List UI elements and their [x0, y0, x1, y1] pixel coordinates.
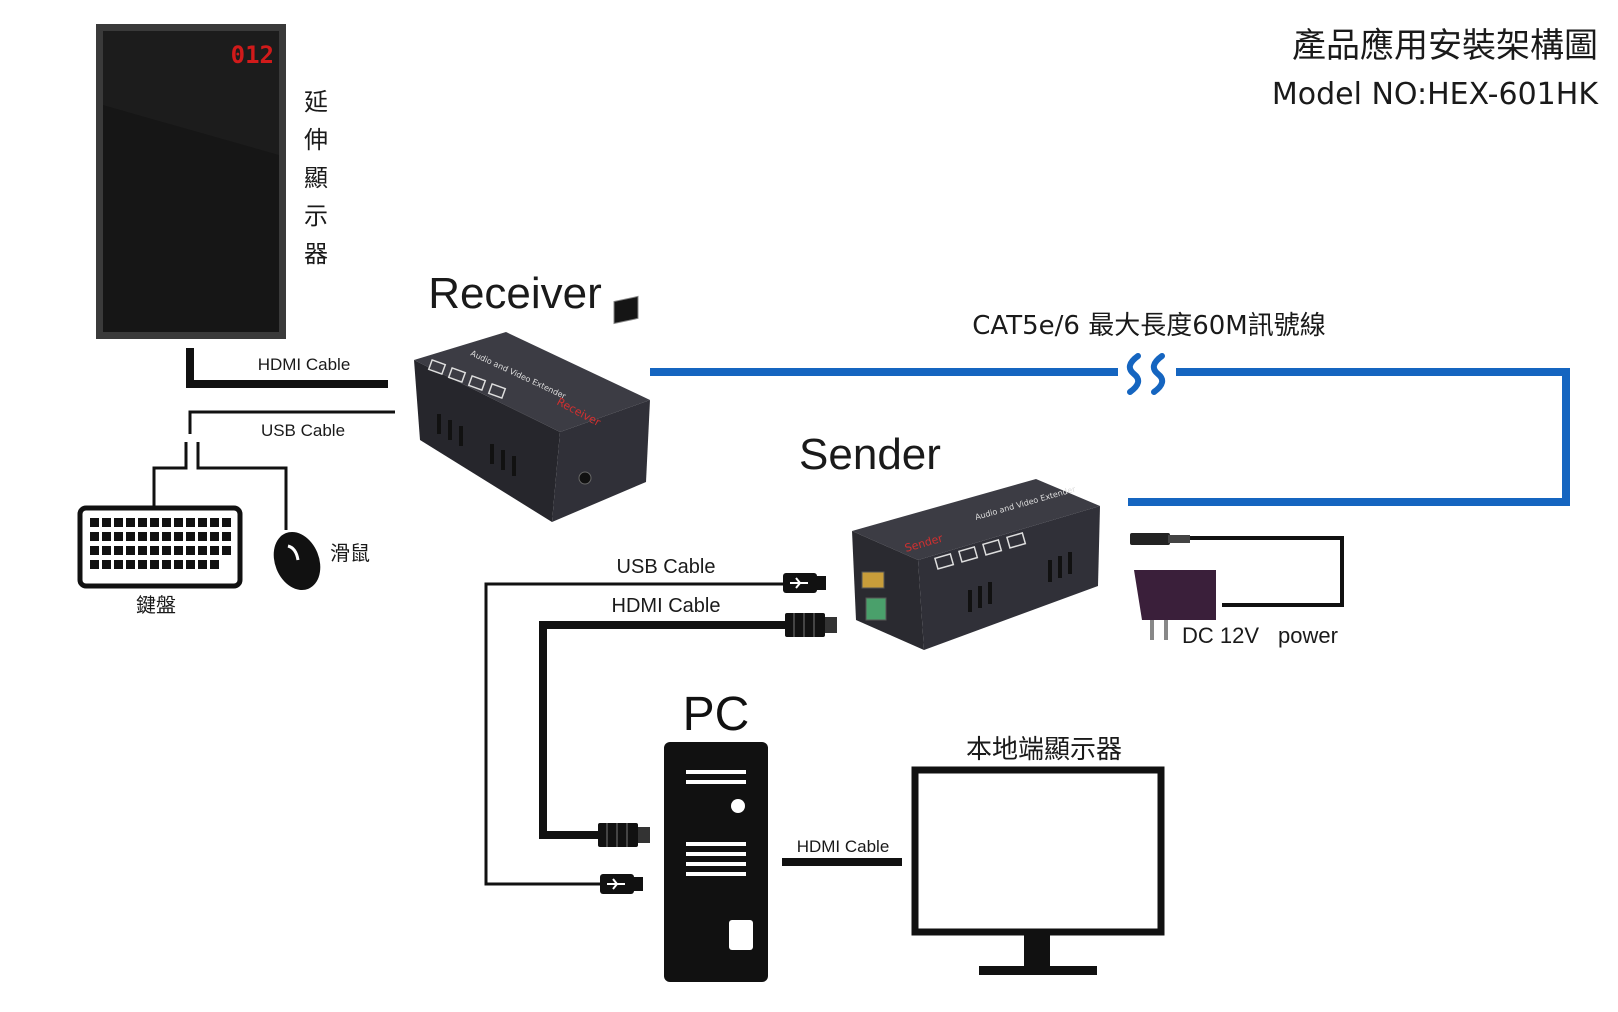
keyboard-key — [162, 560, 171, 569]
keyboard-key — [102, 560, 111, 569]
keyboard-key — [102, 518, 111, 527]
sender-label: Sender — [799, 430, 941, 479]
keyboard-key — [150, 560, 159, 569]
keyboard-key — [126, 532, 135, 541]
keyboard-key — [114, 560, 123, 569]
receiver-label: Receiver — [428, 269, 602, 318]
keyboard-key — [198, 532, 207, 541]
remote-display: 012 — [96, 24, 286, 339]
keyboard-key — [102, 546, 111, 555]
keyboard-key — [90, 532, 99, 541]
keyboard-key — [138, 518, 147, 527]
power-cable — [1190, 536, 1344, 607]
mouse-icon — [273, 531, 321, 591]
diagram-title: 產品應用安裝架構圖 — [1292, 26, 1598, 66]
keyboard-key — [126, 560, 135, 569]
receiver-device: Audio and Video Extender Receiver — [414, 295, 650, 522]
local-hdmi-cable-label: HDMI Cable — [797, 837, 890, 856]
keyboard-icon — [77, 505, 243, 589]
break-symbol-icon — [1126, 353, 1166, 395]
keyboard-key — [198, 560, 207, 569]
keyboard-key — [150, 518, 159, 527]
pc-usb-cable — [484, 582, 783, 886]
hdmi-plug-icon — [598, 823, 650, 847]
keyboard-key — [90, 518, 99, 527]
keyboard-key — [162, 518, 171, 527]
keyboard-key — [102, 532, 111, 541]
keyboard-key — [114, 532, 123, 541]
keyboard-key — [222, 518, 231, 527]
keyboard-key — [198, 546, 207, 555]
model-number: Model NO:HEX-601HK — [1272, 77, 1599, 112]
keyboard-key — [126, 518, 135, 527]
remote-display-label-char: 延 — [304, 88, 328, 116]
pc-label: PC — [683, 688, 750, 741]
remote-display-label-char: 示 — [304, 202, 328, 230]
dc-plug-icon — [1130, 533, 1190, 545]
power-adapter-icon — [1134, 570, 1216, 640]
rj45-port — [613, 295, 639, 325]
keyboard-key — [150, 532, 159, 541]
keyboard-key — [186, 532, 195, 541]
keyboard-key — [90, 546, 99, 555]
mouse-label: 滑鼠 — [330, 541, 370, 565]
keyboard-cable — [152, 442, 188, 508]
power-dc-label: DC 12V — [1182, 623, 1259, 648]
keyboard-key — [174, 532, 183, 541]
monitor-icon — [911, 766, 1165, 975]
usb-plug-icon — [783, 573, 826, 593]
pc-hdmi-cable — [539, 621, 785, 839]
keyboard-key — [174, 518, 183, 527]
remote-display-label-char: 顯 — [304, 164, 328, 192]
keyboard-key — [90, 560, 99, 569]
keyboard-key — [222, 532, 231, 541]
keyboard-key — [210, 532, 219, 541]
remote-display-label: 延 伸 顯 示 器 — [304, 88, 328, 268]
pc-tower-icon — [664, 742, 768, 982]
pc-usb-cable-label: USB Cable — [617, 556, 716, 578]
keyboard-key — [126, 546, 135, 555]
keyboard-key — [114, 518, 123, 527]
keyboard-key — [138, 560, 147, 569]
keyboard-key — [174, 560, 183, 569]
pc-hdmi-cable-label: HDMI Cable — [612, 595, 721, 617]
keyboard-key — [114, 546, 123, 555]
remote-usb-cable-label: USB Cable — [261, 421, 345, 440]
keyboard-key — [210, 560, 219, 569]
remote-display-label-char: 伸 — [304, 126, 328, 154]
keyboard-key — [174, 546, 183, 555]
keyboard-key — [162, 546, 171, 555]
keyboard-key — [198, 518, 207, 527]
remote-hdmi-cable — [186, 348, 388, 388]
hdmi-port — [861, 571, 885, 589]
keyboard-key — [162, 532, 171, 541]
remote-display-label-char: 器 — [304, 240, 328, 268]
power-port — [578, 471, 592, 485]
keyboard-key — [186, 546, 195, 555]
keyboard-key — [138, 546, 147, 555]
keyboard-key — [186, 560, 195, 569]
sender-device: Audio and Video Extender Sender — [852, 479, 1100, 650]
mouse-cable — [196, 442, 288, 530]
power-word-label: power — [1278, 623, 1338, 648]
keyboard-key — [210, 518, 219, 527]
keyboard-key — [186, 518, 195, 527]
remote-display-number: 012 — [231, 41, 274, 69]
hdmi-plug-icon — [785, 613, 837, 637]
keyboard-key — [138, 532, 147, 541]
keyboard-label: 鍵盤 — [136, 593, 176, 617]
local-display-label: 本地端顯示器 — [966, 735, 1122, 765]
cat-cable-right — [1128, 368, 1570, 506]
usb-port — [865, 597, 887, 621]
keyboard-key — [222, 546, 231, 555]
usb-plug-icon — [600, 874, 643, 894]
keyboard-key — [150, 546, 159, 555]
screen-glare — [103, 31, 279, 155]
cat-cable-label: CAT5e/6 最大長度60M訊號線 — [972, 311, 1325, 341]
keyboard-key — [210, 546, 219, 555]
remote-usb-cable — [188, 410, 395, 434]
remote-hdmi-cable-label: HDMI Cable — [258, 355, 351, 374]
